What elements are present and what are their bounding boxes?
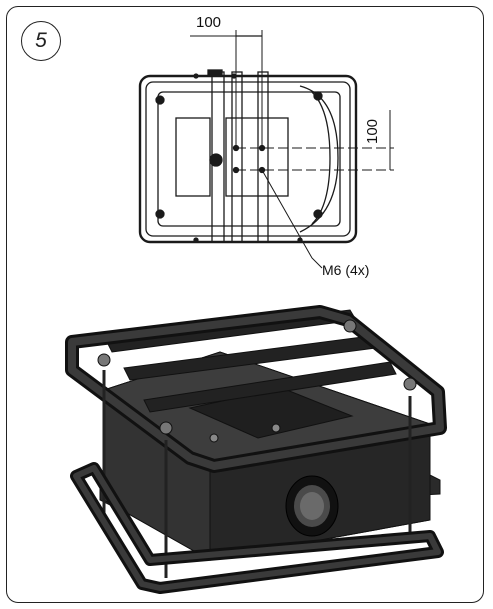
- isometric-projector-drawing: [65, 305, 447, 594]
- top-view-drawing: [138, 69, 358, 244]
- figure-frame: [6, 6, 484, 603]
- dimension-horizontal-label: 100: [196, 14, 222, 31]
- step-number: 5: [35, 29, 47, 52]
- step-number-badge: 5: [21, 21, 61, 61]
- dimension-lines: [190, 30, 394, 269]
- bolt-callout-label: M6 (4x): [322, 262, 370, 278]
